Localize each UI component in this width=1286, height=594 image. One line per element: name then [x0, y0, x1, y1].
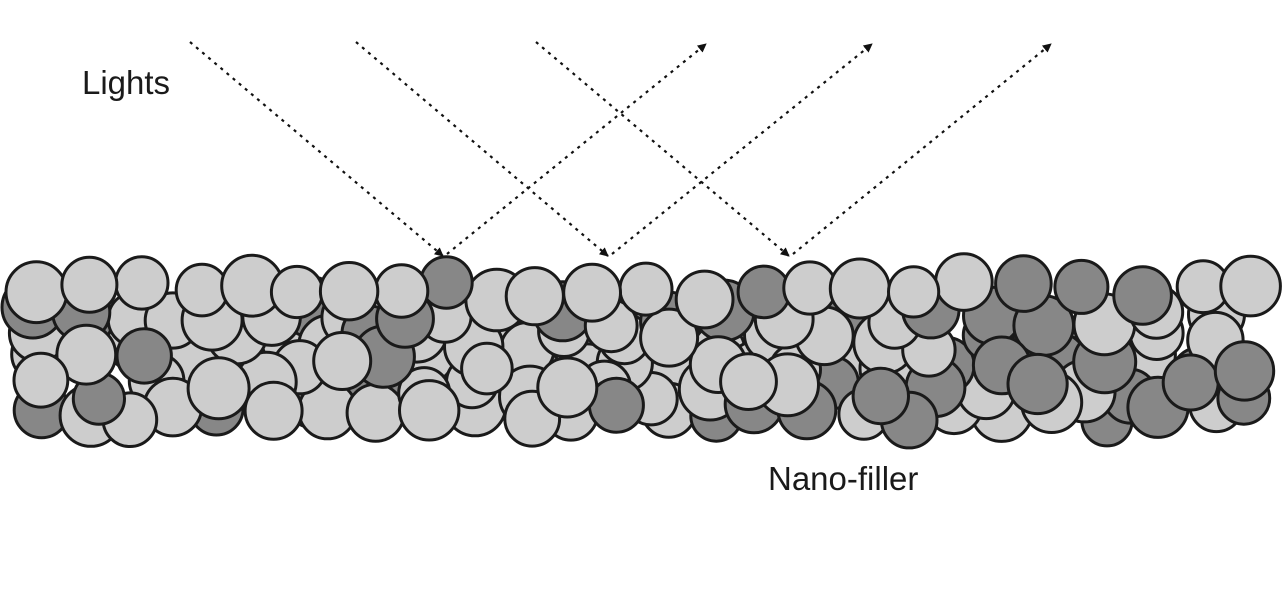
light-ray-1-reflected: [446, 43, 707, 255]
nano-particle-dark: [1161, 353, 1220, 412]
nano-particle-dark: [994, 254, 1053, 313]
nano-particle-light: [782, 260, 838, 316]
nano-particle-light: [312, 331, 373, 391]
nano-particle-light: [887, 265, 941, 319]
lights-label: Lights: [82, 64, 171, 101]
nano-particle-light: [243, 380, 304, 441]
nano-particle-light: [60, 255, 119, 314]
light-ray-3-incident: [535, 41, 790, 257]
nano-particle-light: [318, 261, 380, 322]
nano-particle-dark: [851, 366, 910, 426]
light-rays: [189, 41, 1052, 257]
nano-filler-label: Nano-filler: [768, 460, 919, 497]
nano-particle-light: [639, 307, 700, 368]
nano-particle-light: [618, 261, 674, 317]
nano-particle-light: [186, 356, 251, 421]
nano-particle-light: [504, 266, 565, 327]
nano-particle-dark: [1213, 340, 1276, 402]
nano-particle-dark: [419, 255, 474, 310]
nano-particle-dark: [736, 264, 792, 320]
nano-particle-light: [828, 257, 891, 320]
nano-particle-light: [12, 351, 70, 409]
light-ray-2-incident: [355, 41, 609, 257]
nano-particle-dark: [115, 327, 173, 385]
nano-particle-light: [269, 264, 325, 320]
nano-particle-light: [934, 252, 994, 312]
nano-particle-light: [562, 262, 622, 323]
nano-particle-light: [460, 341, 514, 396]
nano-particle-light: [719, 352, 778, 412]
nano-particle-dark: [1053, 258, 1110, 315]
nano-particle-dark: [1006, 352, 1069, 416]
nano-particle-light: [373, 263, 430, 319]
light-ray-1-incident: [189, 41, 444, 257]
nano-filler-layer: [0, 252, 1282, 450]
nano-particle-light: [398, 379, 461, 442]
nano-particle-light: [114, 255, 170, 311]
nano-particle-light: [4, 260, 69, 325]
nano-particle-light: [1219, 254, 1282, 318]
nano-particle-light: [674, 269, 735, 330]
light-ray-3-reflected: [792, 43, 1052, 255]
nano-particle-light: [345, 382, 406, 443]
nano-particle-light: [174, 262, 230, 318]
nano-particle-light: [536, 356, 599, 419]
nano-particle-dark: [1112, 265, 1173, 326]
